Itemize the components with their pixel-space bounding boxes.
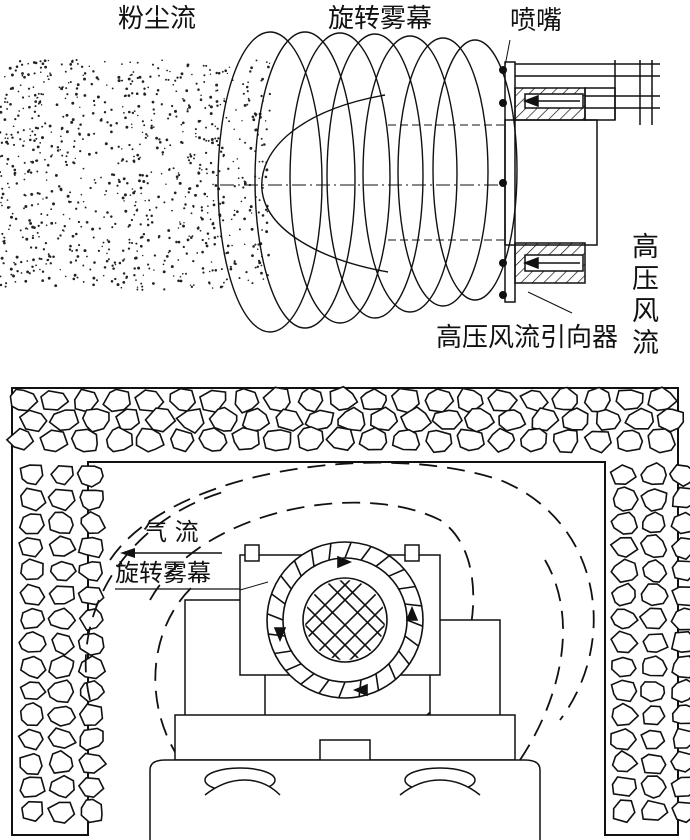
rotating-mist-curtain (217, 31, 518, 333)
airflow-arrow (115, 548, 269, 591)
airflow-guide-label: 高压风流引向器 (436, 323, 619, 353)
nozzles (499, 39, 511, 299)
dust-particles (0, 58, 272, 291)
high-pressure-airflow-label: 高压风流 (632, 232, 659, 359)
mist-curtain-label: 旋转雾幕 (328, 4, 433, 34)
dust-flow-label: 粉尘流 (118, 4, 197, 34)
rotary-drum (266, 541, 424, 699)
nozzle-label: 喷嘴 (510, 6, 563, 36)
airflow-label: 气 流 (143, 518, 199, 546)
guide-device (220, 60, 660, 314)
rotating-mist-label: 旋转雾幕 (115, 559, 211, 587)
tunnel-rocks (5, 385, 690, 824)
